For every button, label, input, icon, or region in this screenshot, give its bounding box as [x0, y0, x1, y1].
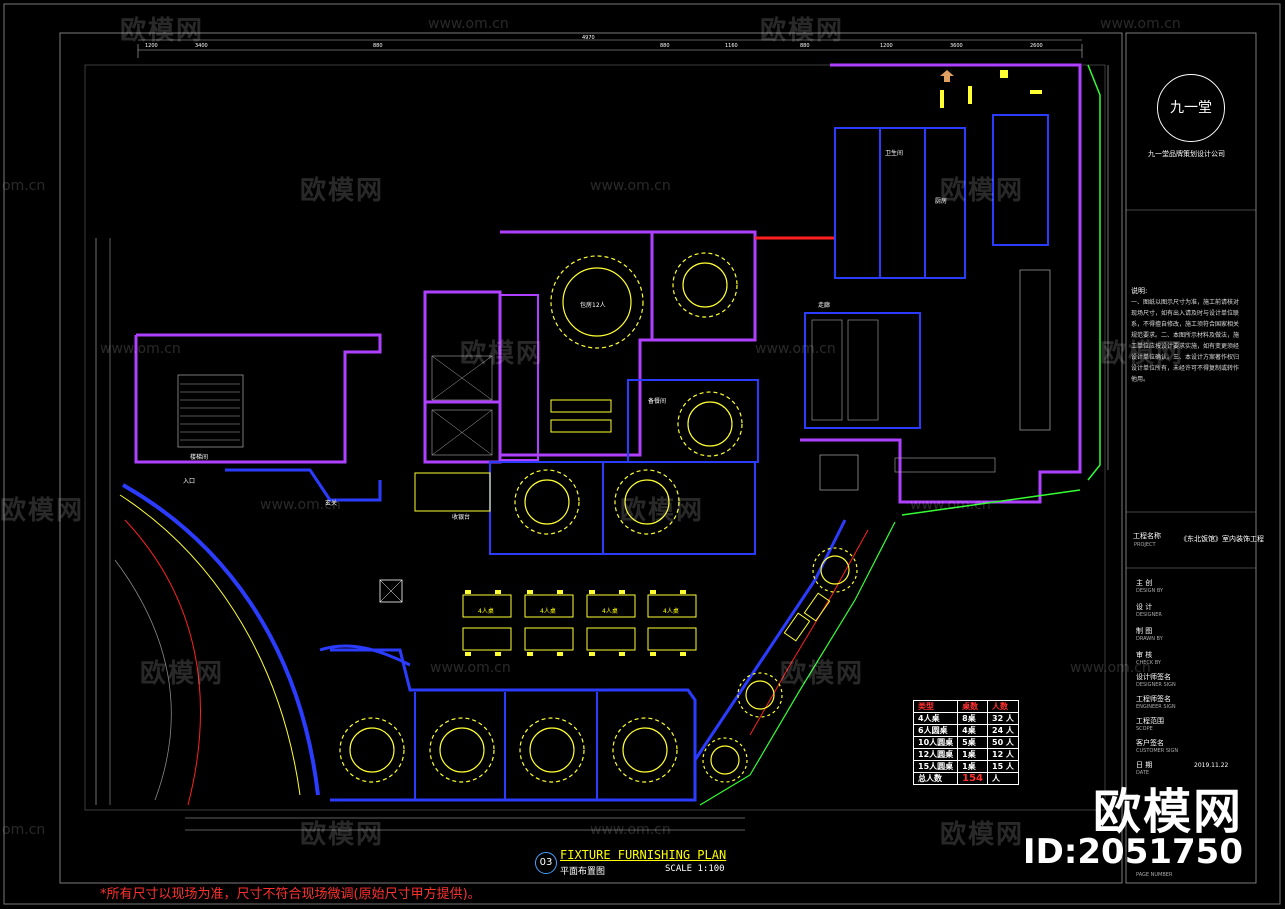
tb-row-label: 工程范围: [1136, 717, 1164, 725]
dim-top: 1160: [725, 43, 738, 49]
dim-top: 880: [373, 43, 383, 49]
dim-top: 2600: [1030, 43, 1043, 49]
project-label: 工程名称: [1133, 532, 1161, 540]
legend-cell: 5桌: [957, 736, 989, 749]
label-entrance: 入口: [183, 478, 196, 485]
legend-cell: 15 人: [987, 760, 1019, 773]
drawing-title: FIXTURE FURNISHING PLAN: [560, 848, 727, 862]
tb-row-label: 日 期: [1136, 761, 1153, 769]
label-hall-table: 4人桌: [478, 608, 494, 615]
legend-cell: 1桌: [957, 760, 989, 773]
label-foyer: 玄关: [325, 500, 338, 507]
dim-top: 4970: [582, 35, 595, 41]
tb-row-label: 主 创: [1136, 579, 1153, 587]
legend-cell: 10人圆桌: [912, 736, 959, 749]
drawing-date: 2019.11.22: [1194, 762, 1229, 769]
round-tables: [339, 252, 858, 783]
legend-cell: 6人圆桌: [912, 724, 959, 737]
footnote: *所有尺寸以现场为准，尺寸不符合现场微调(原始尺寸甲方提供)。: [100, 887, 481, 902]
hall-tables: [462, 594, 697, 651]
toilet-block: [834, 127, 966, 279]
label-cashier: 收银台: [452, 514, 471, 521]
entrance-curve: [122, 483, 320, 796]
legend-cell: 12人圆桌: [912, 748, 959, 761]
legend-cell: 8桌: [957, 712, 989, 725]
legend-total-label: 总人数: [912, 772, 959, 785]
page-number-label: PAGE NUMBER: [1136, 872, 1173, 878]
angled-wing-wall: [699, 521, 896, 806]
drawing-scale: SCALE 1:100: [665, 864, 725, 874]
legend-cell: 15人圆桌: [912, 760, 959, 773]
legend-header: 人数: [987, 700, 1019, 713]
label-hall-table: 4人桌: [663, 608, 679, 615]
label-private-12: 包房12人: [580, 302, 606, 309]
project-label-en: PROJECT: [1134, 542, 1156, 548]
company-name: 九一堂品牌策划设计公司: [1148, 150, 1225, 158]
legend-header: 桌数: [957, 700, 989, 713]
legend-cell: 32 人: [987, 712, 1019, 725]
dim-top: 1200: [145, 43, 158, 49]
tb-row-label: 工程师签名: [1136, 695, 1171, 703]
tb-row-sub: DESIGNER: [1136, 612, 1162, 618]
tb-row-label: 审 核: [1136, 651, 1153, 659]
tb-row-sub: CHECK BY: [1136, 660, 1161, 666]
outer-frame: [3, 3, 1281, 905]
dim-top: 1200: [880, 43, 893, 49]
label-storage: 备餐间: [648, 398, 667, 405]
tb-row-label: 客户签名: [1136, 739, 1164, 747]
legend-cell: 4桌: [957, 724, 989, 737]
label-kitchen: 厨房: [935, 198, 948, 205]
tb-row-label: 设 计: [1136, 603, 1153, 611]
elevator-shaft-1: [423, 290, 502, 404]
legend-cell: 1桌: [957, 748, 989, 761]
stair-treads: [180, 383, 240, 441]
label-corridor: 走廊: [818, 302, 831, 309]
project-name: 《东北饭馆》室内装饰工程: [1180, 535, 1264, 543]
drawing-number: 03: [535, 852, 557, 874]
model-id: ID:2051750: [1022, 832, 1243, 872]
legend-cell: 24 人: [987, 724, 1019, 737]
private-room-walls: [500, 230, 757, 457]
legend-cell: 50 人: [987, 736, 1019, 749]
legend-cell: 4人桌: [912, 712, 959, 725]
legend-cell: 12 人: [987, 748, 1019, 761]
label-hall-table: 4人桌: [540, 608, 556, 615]
tb-row-sub: SCOPE: [1136, 726, 1153, 732]
stair-block: [177, 374, 244, 448]
legend-total-unit: 人: [987, 772, 1019, 785]
dim-top: 3600: [950, 43, 963, 49]
bottom-private-rooms: [330, 648, 697, 802]
title-block-frame: [1125, 32, 1257, 884]
stair-walls: [134, 333, 382, 464]
legend-header: 类型: [912, 700, 959, 713]
kitchen-walls: [800, 63, 1082, 504]
tb-row-sub: CUSTOMER SIGN: [1136, 748, 1179, 754]
tb-row-label: 制 图: [1136, 627, 1153, 635]
label-toilet: 卫生间: [885, 150, 904, 157]
dim-top: 3400: [195, 43, 208, 49]
dim-top: 880: [800, 43, 810, 49]
inner-frame: [59, 32, 1123, 884]
legend-total-value: 154: [957, 772, 989, 785]
company-logo: 九一堂: [1157, 74, 1225, 142]
tb-row-sub: DESIGNER SIGN: [1136, 682, 1176, 688]
design-notes: 说明: 一、图纸以图示尺寸为准，施工前请核对现场尺寸，如有出入请及时与设计单位联…: [1131, 286, 1243, 385]
tb-row-sub: DATE: [1136, 770, 1150, 776]
tb-row-label: 设计师签名: [1136, 673, 1171, 681]
tb-row-sub: ENGINEER SIGN: [1136, 704, 1176, 710]
label-stairs: 楼梯间: [190, 454, 209, 461]
dim-top: 880: [660, 43, 670, 49]
notes-body: 一、图纸以图示尺寸为准，施工前请核对现场尺寸，如有出入请及时与设计单位联系，不得…: [1131, 299, 1240, 383]
brand-watermark-large: 欧模网: [1092, 784, 1243, 840]
label-hall-table: 4人桌: [602, 608, 618, 615]
tb-row-sub: DRAWN BY: [1136, 636, 1163, 642]
tb-row-sub: DESIGN BY: [1136, 588, 1164, 594]
drawing-subtitle: 平面布置图: [560, 867, 606, 877]
cook-line: [804, 312, 921, 429]
notes-heading: 说明:: [1131, 287, 1148, 295]
